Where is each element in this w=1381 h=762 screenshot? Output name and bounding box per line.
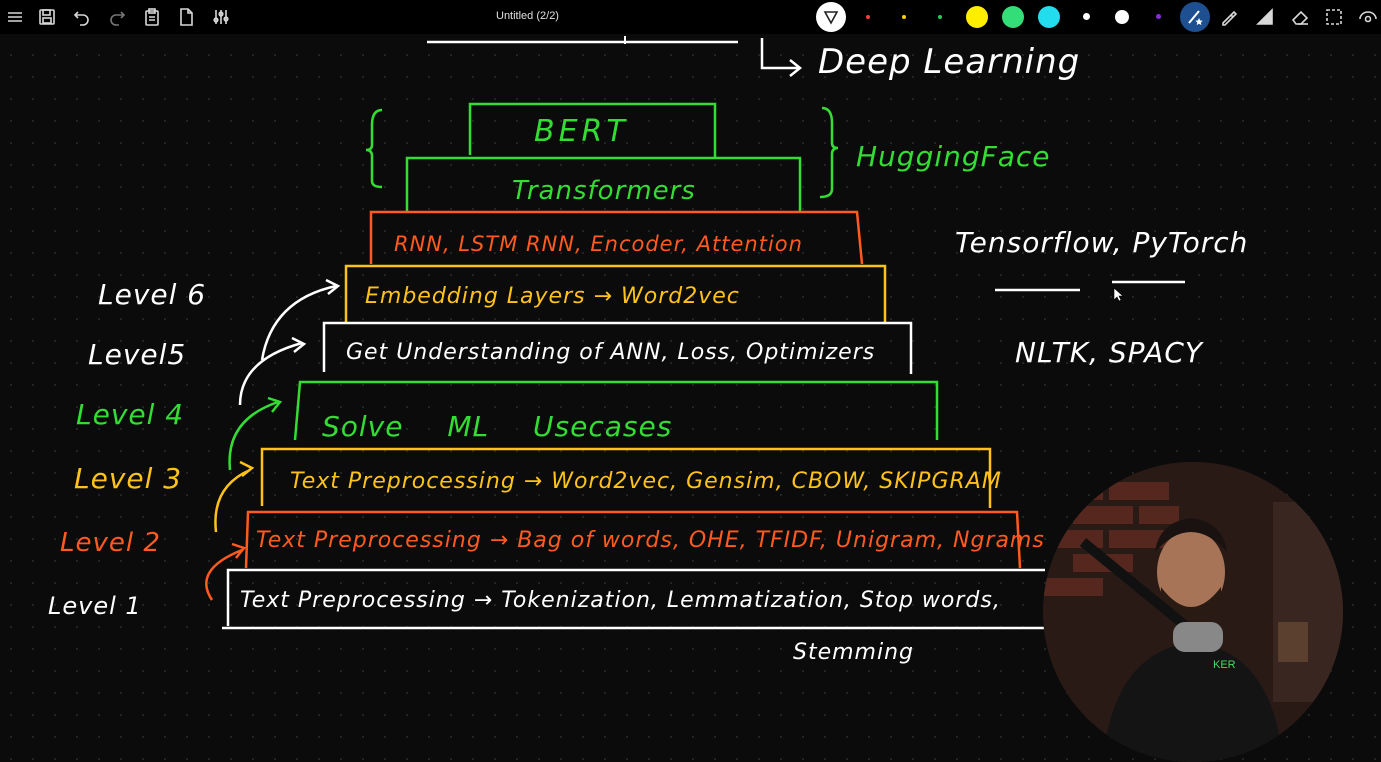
color-yellow-small[interactable] (902, 15, 906, 19)
highlighter-icon[interactable] (1216, 4, 1242, 30)
presenter-video: KER (1043, 462, 1343, 762)
eraser-icon[interactable] (1287, 4, 1313, 30)
color-red-small[interactable] (866, 15, 870, 19)
tensorflow-pytorch-text: Tensorflow, PyTorch (955, 226, 1249, 259)
text-preprocessing-1: Text Preprocessing → Tokenization, Lemma… (240, 588, 1001, 613)
sliders-icon[interactable] (208, 4, 234, 30)
triangle-down-icon (823, 11, 839, 25)
rnn-text: RNN, LSTM RNN, Encoder, Attention (394, 232, 803, 256)
bert-text: BERT (534, 114, 629, 149)
redo-icon[interactable] (104, 4, 130, 30)
pen-star-icon[interactable] (1180, 2, 1210, 32)
stemming-text: Stemming (793, 640, 915, 665)
svg-text:KER: KER (1213, 659, 1236, 671)
top-toolbar: Untitled (2/2) (0, 0, 1381, 34)
text-preprocessing-3: Text Preprocessing → Word2vec, Gensim, C… (290, 469, 1002, 494)
document-title: Untitled (2/2) (496, 10, 559, 22)
level-6-label: Level 6 (98, 278, 207, 311)
size-small[interactable] (1083, 13, 1090, 20)
color-yellow[interactable] (966, 6, 988, 28)
select-icon[interactable] (1321, 4, 1347, 30)
whiteboard-canvas[interactable]: Deep Learning BERT Transformers HuggingF… (0, 34, 1381, 725)
shape-tool-button[interactable] (816, 2, 846, 32)
menu-icon[interactable] (2, 4, 28, 30)
deep-learning-text: Deep Learning (818, 42, 1081, 82)
level-2-label: Level 2 (60, 528, 161, 558)
level-5-label: Level5 (88, 338, 187, 371)
color-cyan[interactable] (1038, 6, 1060, 28)
page-icon[interactable] (173, 4, 199, 30)
color-purple-small[interactable] (1156, 14, 1161, 19)
triangle-ruler-icon[interactable] (1252, 4, 1278, 30)
nltk-spacy-text: NLTK, SPACY (1015, 336, 1203, 369)
pyramid-drawing (205, 36, 1185, 630)
solve-ml-text: Solve ML Usecases (322, 410, 673, 443)
undo-icon[interactable] (69, 4, 95, 30)
color-green-small[interactable] (938, 15, 942, 19)
level-4-label: Level 4 (76, 398, 185, 431)
level-3-label: Level 3 (74, 462, 183, 495)
color-green[interactable] (1002, 6, 1024, 28)
webcam-overlay: KER (1043, 462, 1343, 762)
embedding-text: Embedding Layers → Word2vec (365, 284, 740, 309)
transformers-text: Transformers (512, 176, 696, 206)
level-1-label: Level 1 (48, 592, 142, 620)
ann-text: Get Understanding of ANN, Loss, Optimize… (346, 340, 876, 365)
view-icon[interactable] (1355, 4, 1381, 30)
text-preprocessing-2: Text Preprocessing → Bag of words, OHE, … (256, 528, 1045, 553)
hugging-face-text: HuggingFace (856, 140, 1051, 173)
size-medium[interactable] (1115, 10, 1129, 24)
save-icon[interactable] (34, 4, 60, 30)
paste-icon[interactable] (139, 4, 165, 30)
